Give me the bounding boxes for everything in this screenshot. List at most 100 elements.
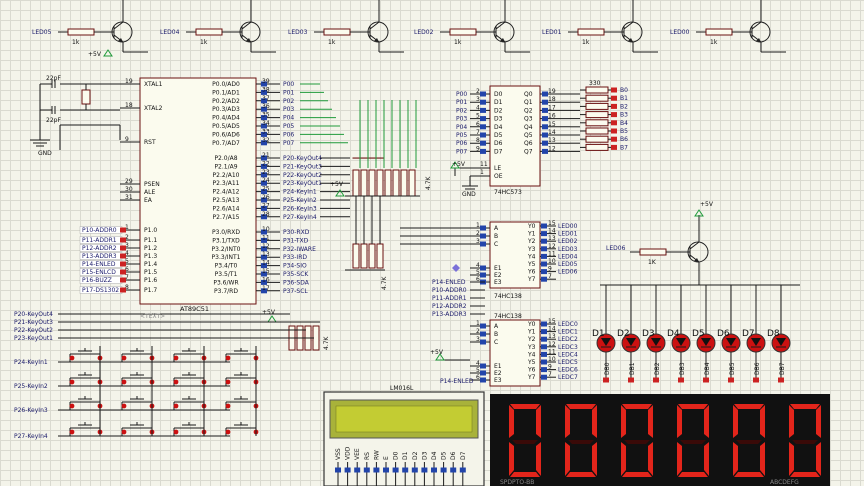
keypad-key[interactable] (173, 348, 207, 362)
decoder-out-net: LEDC0 (558, 321, 578, 328)
array-resistor[interactable] (585, 135, 609, 143)
base-resistor[interactable] (639, 248, 667, 256)
transistor[interactable] (493, 21, 515, 43)
led-d4[interactable] (671, 333, 691, 353)
array-resistor[interactable] (585, 143, 609, 151)
pullup-resistor[interactable] (408, 169, 416, 197)
decoder-in-name: A (494, 323, 499, 330)
base-resistor[interactable] (323, 28, 351, 36)
pullup-resistor[interactable] (368, 243, 376, 269)
latch-q-name: Q7 (524, 148, 533, 155)
led-d2[interactable] (621, 333, 641, 353)
decoder1-body[interactable] (489, 221, 541, 289)
latch-body[interactable] (489, 85, 541, 187)
mcu-pin-name: P3.7/RD (214, 288, 238, 295)
keypad-col-net: P21-KeyOut3 (14, 319, 53, 326)
lcd-module[interactable] (323, 391, 485, 486)
crystal-oscillator[interactable] (30, 80, 121, 150)
base-resistor[interactable] (449, 28, 477, 36)
keypad-key[interactable] (173, 422, 207, 436)
keypad-key[interactable] (225, 422, 259, 436)
base-resistor[interactable] (67, 28, 95, 36)
pullup-resistor[interactable] (400, 169, 408, 197)
base-resistor[interactable] (195, 28, 223, 36)
decoder2-body[interactable] (489, 319, 541, 387)
pullup-resistor[interactable] (360, 169, 368, 197)
mcu-pin-number: 39 (262, 78, 270, 85)
keypad-col-net: P23-KeyOut1 (14, 335, 53, 342)
bus-output-label: B0 (620, 87, 628, 94)
pin-marker (261, 288, 267, 294)
transistor[interactable] (367, 21, 389, 43)
keypad-key[interactable] (173, 396, 207, 410)
pullup-resistor[interactable] (392, 169, 400, 197)
mcu-net-label: P11-ADDR1 (82, 237, 117, 244)
decoder-pin-number: 9 (548, 364, 552, 371)
mcu-pin-name: P1.3 (144, 253, 157, 260)
array-resistor[interactable] (585, 102, 609, 110)
decoder-out-net: LED02 (558, 238, 578, 245)
transistor[interactable] (239, 21, 261, 43)
decoder-out-name: Y5 (527, 359, 536, 366)
pullup-resistor[interactable] (352, 243, 360, 269)
led-d7[interactable] (746, 333, 766, 353)
keypad-key[interactable] (225, 348, 259, 362)
latch-pin-number: 8 (476, 137, 480, 144)
transistor-net-label: LED03 (288, 29, 308, 36)
transistor[interactable] (687, 241, 709, 263)
keypad-key[interactable] (173, 372, 207, 386)
pullup-resistor[interactable] (360, 243, 368, 269)
pin-marker (450, 467, 457, 473)
array-resistor[interactable] (585, 127, 609, 135)
pullup-resistor[interactable] (368, 169, 376, 197)
mcu-pin-name: P2.5/A13 (213, 197, 240, 204)
keypad-key[interactable] (69, 422, 103, 436)
decoder-pin-number: 1 (476, 320, 480, 327)
mcu-pin-name: P2.7/A15 (213, 214, 240, 221)
pin-marker (261, 81, 267, 87)
pullup-resistor[interactable] (352, 169, 360, 197)
led-d8[interactable] (771, 333, 791, 353)
keypad-matrix[interactable]: P20-KeyOut4P21-KeyOut3P22-KeyOut2P23-Key… (14, 311, 314, 440)
transistor-net-label: LED02 (414, 29, 434, 36)
transistor[interactable] (749, 21, 771, 43)
latch-q-name: Q2 (524, 107, 533, 114)
keypad-key[interactable] (69, 348, 103, 362)
keypad-key[interactable] (121, 372, 155, 386)
array-resistor[interactable] (585, 86, 609, 94)
pullup-value-label-2: 4.7K (381, 275, 388, 290)
seven-seg-body[interactable] (490, 394, 830, 486)
keypad-key[interactable] (225, 396, 259, 410)
latch-pin-number: 19 (548, 88, 556, 95)
keypad-key[interactable] (121, 422, 155, 436)
keypad-key[interactable] (225, 372, 259, 386)
mcu-body[interactable] (139, 77, 257, 305)
decoder-out-name: Y0 (527, 223, 536, 230)
latch-pin-number: 15 (548, 121, 556, 128)
array-resistor[interactable] (585, 119, 609, 127)
pullup-resistor[interactable] (384, 169, 392, 197)
pullup-resistor[interactable] (376, 169, 384, 197)
pin-marker (541, 261, 547, 267)
mcu-pin-name: EA (144, 197, 153, 204)
keypad-key[interactable] (69, 372, 103, 386)
array-resistor[interactable] (585, 111, 609, 119)
seven-seg-digit: 0 (509, 404, 541, 477)
pullup-resistor[interactable] (376, 243, 384, 269)
base-resistor[interactable] (705, 28, 733, 36)
keypad-key[interactable] (69, 396, 103, 410)
transistor[interactable] (621, 21, 643, 43)
base-resistor[interactable] (577, 28, 605, 36)
keypad-key[interactable] (121, 348, 155, 362)
array-resistor[interactable] (585, 94, 609, 102)
decoder-pin-number: 6 (476, 374, 480, 381)
latch-q-name: Q0 (524, 91, 533, 98)
transistor[interactable] (111, 21, 133, 43)
decoder-pin-number: 15 (548, 220, 556, 227)
keypad-key[interactable] (121, 396, 155, 410)
